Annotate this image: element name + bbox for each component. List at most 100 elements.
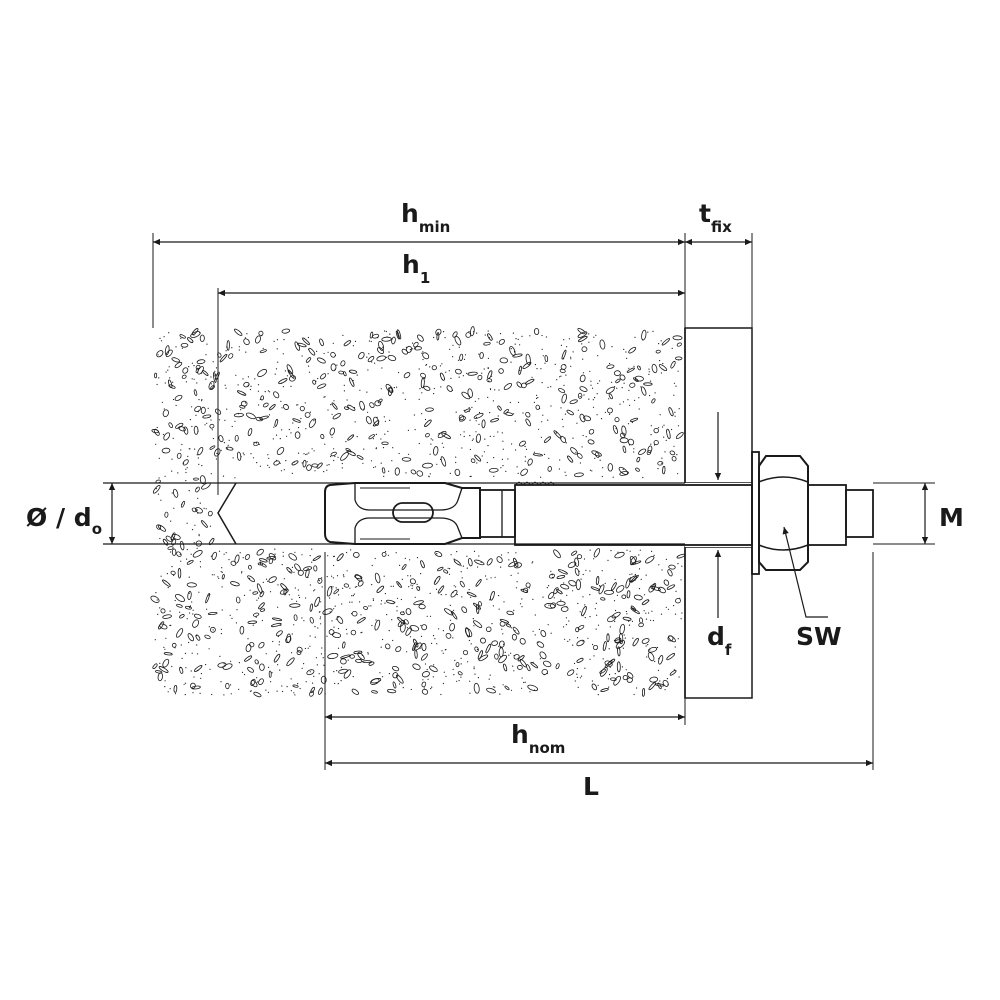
aggregate-stone [470,458,476,464]
sand-dot [665,558,668,561]
aggregate-stone [600,688,609,692]
sand-dot [277,664,279,666]
aggregate-stone [614,370,621,377]
sand-dot [305,681,307,683]
sand-dot [201,399,203,401]
aggregate-stone [253,691,262,698]
aggregate-stone [234,328,243,336]
aggregate-stone [434,551,443,557]
sand-dot [667,608,670,610]
sand-dot [634,579,636,581]
sand-dot [488,380,490,382]
sand-dot [548,585,550,587]
sand-dot [337,456,339,458]
aggregate-stone [391,336,396,345]
sand-dot [349,370,351,372]
aggregate-stone [274,418,279,427]
sand-dot [619,403,621,405]
aggregate-stone [218,435,224,443]
aggregate-stone [519,440,526,447]
sand-dot [292,422,294,424]
aggregate-stone [555,588,563,595]
sand-dot [509,401,511,404]
anchor-bolt [324,451,874,575]
sand-dot [477,566,479,568]
sand-dot [609,626,611,628]
sand-dot [321,647,323,649]
sand-dot [271,672,273,674]
sand-dot [419,647,421,649]
sand-dot [223,553,225,555]
aggregate-stone [162,614,172,619]
sand-dot [220,449,222,451]
sand-dot [175,346,177,348]
aggregate-stone [666,584,676,590]
sand-dot [159,537,161,540]
sand-dot [582,615,584,617]
aggregate-stone [421,624,428,631]
aggregate-stone [283,404,289,410]
washer [751,451,760,575]
sand-dot [671,347,673,349]
sand-dot [463,435,465,438]
sand-dot [372,425,375,427]
aggregate-stone [461,391,471,400]
sand-dot [513,655,515,657]
aggregate-stone [436,332,440,341]
aggregate-stone [595,576,600,586]
aggregate-stone [650,585,661,591]
sand-dot [501,554,503,556]
sand-dot [309,411,311,413]
aggregate-stone [187,633,194,642]
aggregate-stone [422,352,430,360]
aggregate-stone [648,682,656,691]
sand-dot [473,666,475,668]
sand-dot [297,589,299,591]
sand-dot [516,581,518,583]
aggregate-stone [162,579,171,587]
sand-dot [397,371,400,374]
sw-leader [782,526,828,618]
aggregate-stone [354,574,363,580]
aggregate-stone [340,654,351,659]
sand-dot [673,605,675,607]
aggregate-stone [270,622,282,628]
sand-dot [256,681,258,683]
sand-dot [510,652,512,654]
sand-dot [313,450,315,452]
sand-dot [250,385,252,387]
sand-dot [436,463,438,465]
sand-dot [301,667,303,669]
aggregate-stone [308,347,316,356]
sand-dot [536,368,538,370]
sand-dot [214,373,216,376]
sand-dot [265,653,267,655]
sand-dot [221,609,223,611]
sand-dot [608,686,610,688]
sand-dot [264,391,266,393]
sand-dot [173,507,175,509]
sand-dot [385,330,387,333]
sand-dot [464,354,467,356]
sand-dot [402,392,404,394]
aggregate-stone [612,425,618,434]
sand-dot [483,368,485,370]
sand-dot [631,620,634,623]
aggregate-stone [640,386,647,396]
sand-dot [191,378,193,380]
aggregate-stone [304,412,311,418]
sand-dot [563,358,565,360]
sand-dot [596,393,598,395]
sand-dot [291,652,293,654]
sand-dot [422,351,424,353]
sand-dot [193,334,195,336]
sand-dot [629,404,631,406]
aggregate-stone [591,683,597,691]
sand-dot [277,361,279,363]
aggregate-stone [221,574,225,580]
sand-dot [651,610,653,612]
sand-dot [421,392,423,394]
sand-dot [331,620,333,622]
sand-dot [315,657,317,659]
sand-dot [572,644,574,646]
